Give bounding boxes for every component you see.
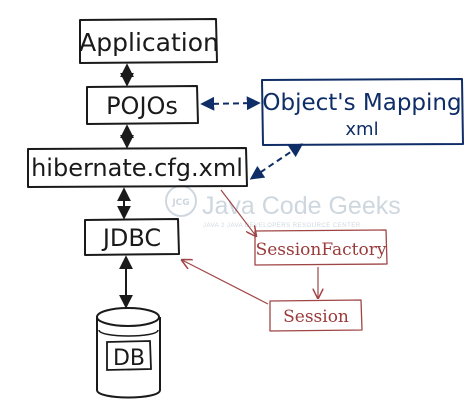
db-label: DB bbox=[113, 346, 145, 371]
jdbc-label: JDBC bbox=[101, 224, 161, 252]
session-node: Session bbox=[269, 299, 363, 332]
mapping-label-line1: Object's Mapping bbox=[262, 90, 461, 116]
pojos-node: POJOs bbox=[86, 85, 199, 125]
arrow-hibernate-mapping bbox=[249, 143, 304, 180]
session-factory-label: SessionFactory bbox=[256, 240, 387, 260]
hibernate-cfg-label: hibernate.cfg.xml bbox=[31, 154, 243, 182]
application-label: Application bbox=[79, 28, 219, 57]
watermark-logo-text: JCG bbox=[171, 198, 189, 208]
session-label: Session bbox=[283, 307, 349, 327]
arrow-pojos-mapping bbox=[200, 96, 261, 111]
arrow-hibernate-sessionfactory bbox=[220, 189, 256, 236]
mapping-xml-node: Object's Mapping xml bbox=[261, 78, 464, 146]
application-node: Application bbox=[79, 18, 219, 64]
watermark-brand: Java Code Geeks bbox=[202, 192, 401, 220]
jdbc-node: JDBC bbox=[84, 218, 180, 256]
mapping-label-line2: xml bbox=[345, 119, 378, 140]
pojos-label: POJOs bbox=[106, 92, 178, 120]
session-factory-node: SessionFactory bbox=[254, 229, 388, 266]
watermark: JCG Java Code Geeks JAVA 2 JAVA DEVELOPE… bbox=[165, 185, 401, 229]
arrow-session-jdbc bbox=[182, 260, 269, 305]
db-node: DB bbox=[96, 307, 161, 399]
hibernate-cfg-node: hibernate.cfg.xml bbox=[27, 147, 248, 188]
db-cylinder-icon bbox=[96, 317, 161, 399]
watermark-tagline: JAVA 2 JAVA DEVELOPERS RESOURCE CENTER bbox=[203, 223, 361, 229]
